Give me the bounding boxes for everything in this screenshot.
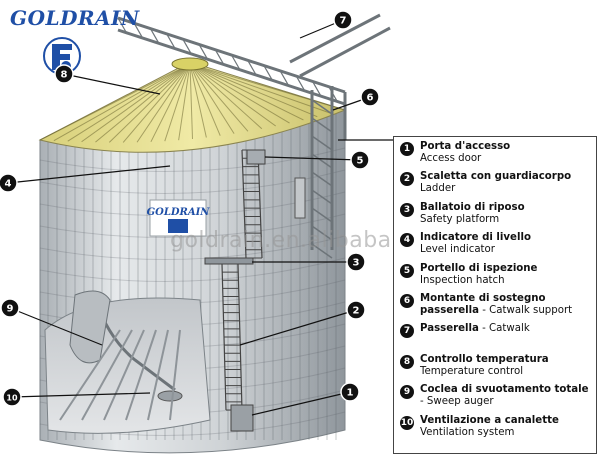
legend-number: 5 (400, 263, 414, 278)
inspection-hatch (246, 149, 266, 165)
callout-number: 9 (7, 304, 14, 315)
ladder-lower (221, 263, 243, 411)
brand-title: GOLDRAIN (10, 6, 140, 30)
callout-circle (346, 300, 366, 320)
leader-line (11, 392, 151, 398)
legend-english-label: Temperature control (420, 365, 524, 377)
leader-line (9, 307, 103, 346)
legend-item: 6 Montante di sostegno passerella - Catwa… (400, 293, 590, 323)
legend-italian-label: Ballatoio di riposo (420, 201, 525, 213)
callout-number: 10 (6, 394, 18, 403)
badge-emblem-icon (168, 219, 188, 233)
access-door (230, 404, 254, 432)
ventilation-channels (59, 329, 181, 421)
legend-number: 3 (400, 202, 414, 217)
legend-english-label: Access door (420, 153, 482, 164)
legend-italian-label: Controllo temperatura (420, 353, 549, 365)
legend-number: 9 (400, 385, 414, 400)
legend-italian-label: Porta d'accesso (420, 141, 511, 152)
callout-circle (333, 10, 353, 30)
callout-circle (346, 252, 366, 272)
callout-number: 2 (353, 306, 360, 317)
callout-circle (2, 387, 22, 407)
safety-platform (204, 257, 254, 265)
legend-number: 10 (400, 415, 414, 430)
silo-badge-text: GOLDRAIN (147, 207, 211, 218)
callout-circle (340, 382, 360, 402)
callout-number: 3 (353, 258, 360, 269)
legend-italian-label: Indicatore di livello (420, 232, 531, 244)
callout-circle (350, 150, 370, 170)
legend-italian-label: Montante di sostegno passerella (420, 292, 546, 316)
legend-italian-label: Coclea di svuotamento totale (420, 384, 589, 396)
callout-number: 1 (347, 388, 354, 399)
leader-line (251, 391, 351, 416)
legend-number: 6 (400, 293, 414, 308)
callout-circle (360, 87, 380, 107)
legend-english-label: - Catwalk (478, 323, 530, 335)
leader-line (63, 73, 161, 95)
legend-number: 2 (400, 172, 414, 187)
callout-number: 7 (340, 16, 347, 27)
legend-italian-label: Portello di ispezione (420, 262, 538, 274)
catwalk (117, 13, 391, 250)
legend-english-label: Ladder (420, 183, 456, 195)
roof-vent (171, 57, 209, 71)
callout-number: 8 (61, 70, 68, 81)
legend-english-label: - Sweep auger (420, 396, 494, 408)
legend-english-label: - Catwalk support (479, 304, 573, 316)
callout-markers: 1 2 3 4 5 6 7 8 9 10 (0, 10, 380, 407)
center-sump (157, 390, 183, 402)
legend-number: 8 (400, 354, 414, 369)
callout-circle (0, 173, 18, 193)
callout-circle (54, 64, 74, 84)
level-indicator (294, 177, 306, 219)
callout-circle (0, 298, 20, 318)
legend-item: 7 Passerella - Catwalk (400, 323, 590, 353)
legend-number: 4 (400, 233, 414, 248)
leader-line (239, 309, 357, 346)
roof-ribs (39, 63, 346, 143)
legend-italian-label: Scaletta con guardiacorpo (420, 171, 572, 183)
callout-number: 5 (357, 156, 364, 167)
leader-line (7, 165, 171, 184)
leader-line (264, 156, 361, 161)
legend-english-label: Ventilation system (420, 426, 515, 438)
legend-english-label: Inspection hatch (420, 274, 505, 286)
legend-english-label: Level indicator (420, 244, 495, 256)
callout-number: 6 (367, 93, 374, 104)
catwalk-support (117, 17, 338, 259)
legend-italian-label: Ventilazione a canalette (420, 414, 559, 426)
legend-italian-label: Passerella (420, 323, 479, 335)
legend-item: 9 Coclea di svuotamento totale - Sweep au… (400, 384, 590, 414)
legend-number: 7 (400, 324, 414, 339)
callout-number: 4 (5, 179, 12, 190)
legend-number: 1 (400, 142, 414, 156)
legend-english-label: Safety platform (420, 213, 500, 225)
brand-logo-icon (43, 37, 81, 75)
